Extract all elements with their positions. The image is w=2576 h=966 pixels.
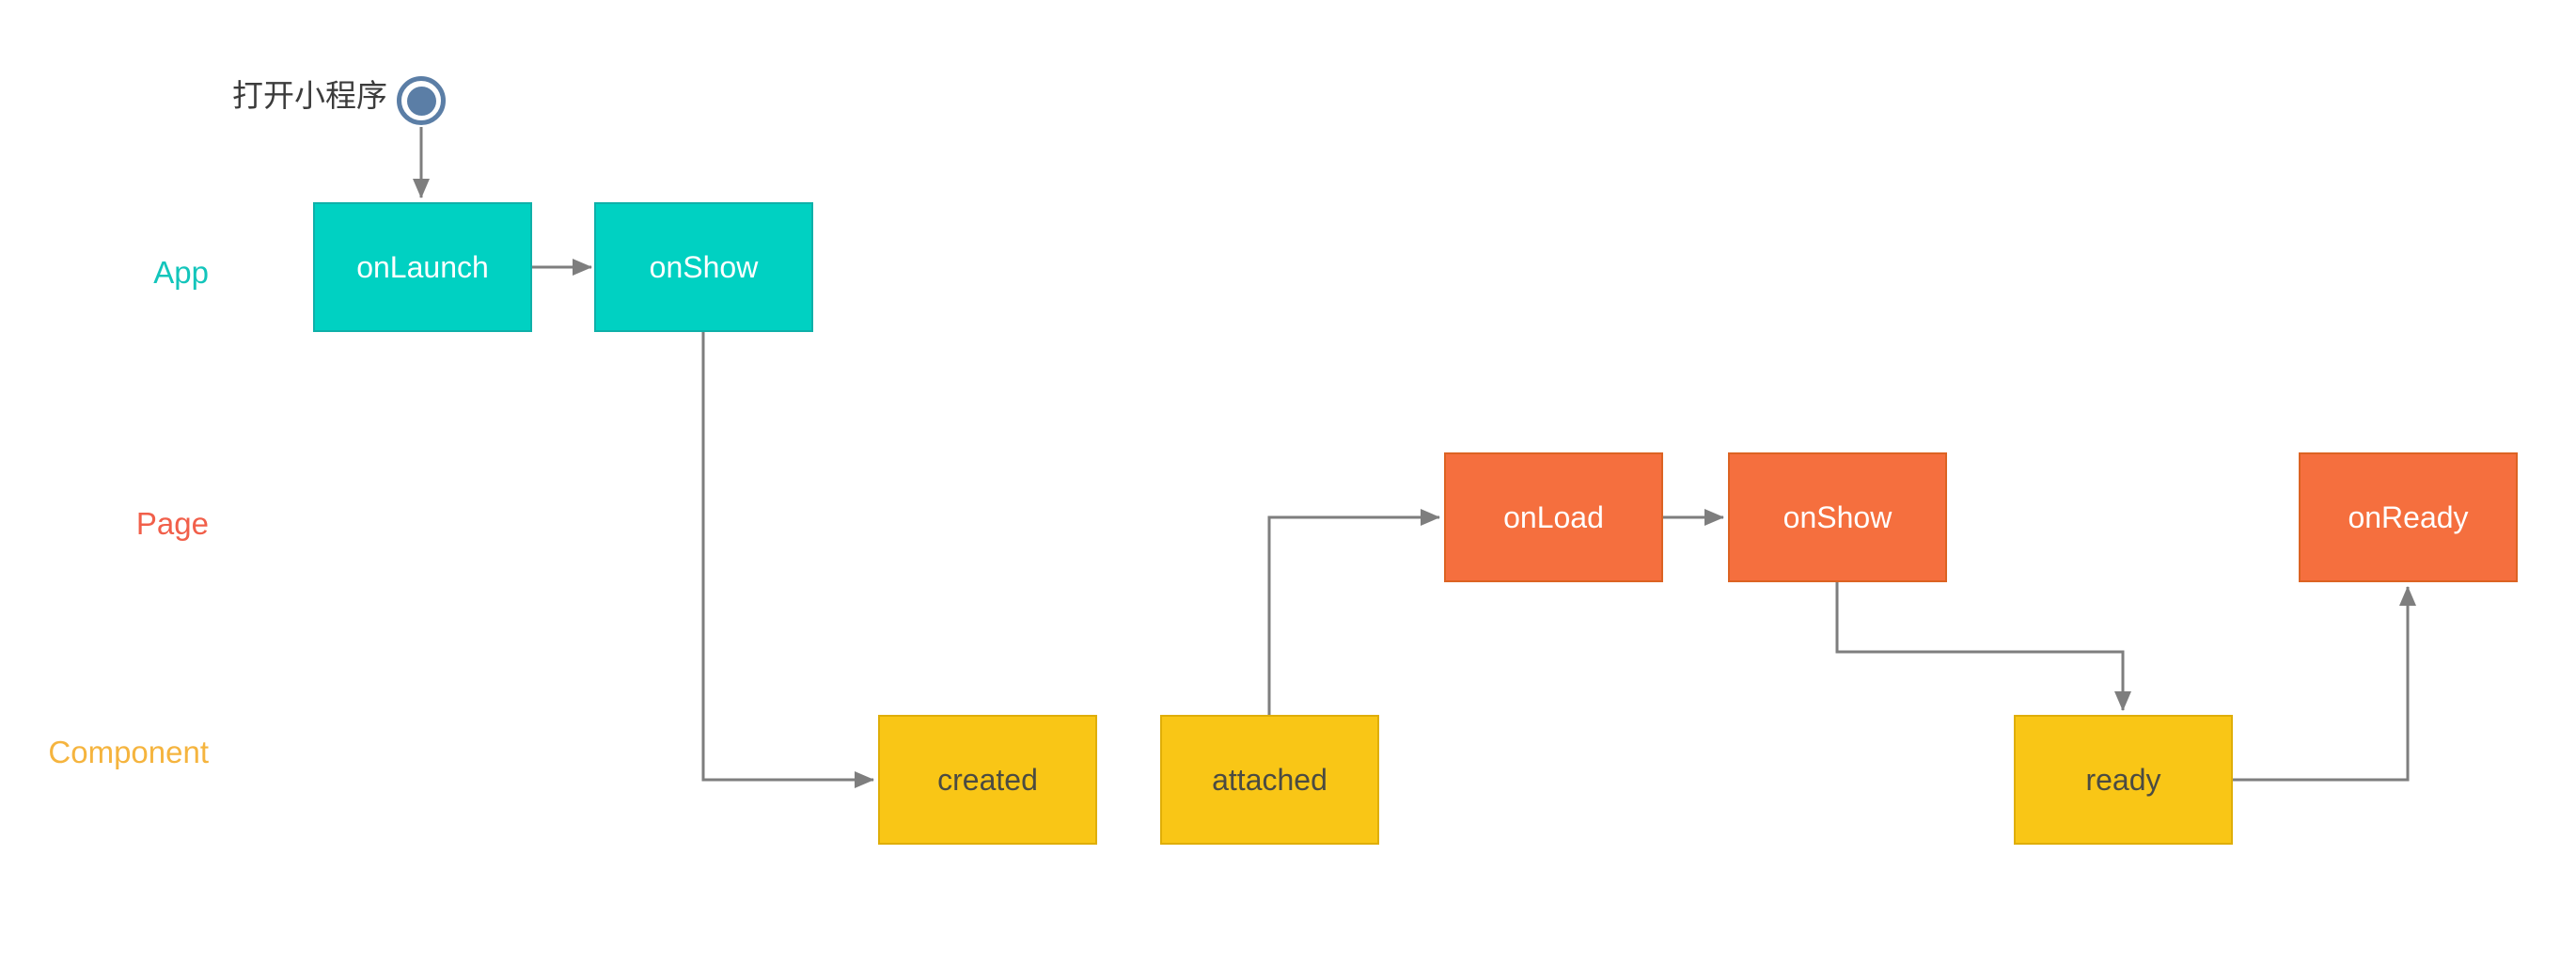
node-page-onshow: onShow [1728,452,1947,582]
lane-label-component: Component [48,735,209,769]
lane-label-app: App [153,255,209,290]
node-component-attached: attached [1160,715,1379,845]
node-app-onlaunch: onLaunch [313,202,532,332]
start-state-icon [397,76,446,125]
node-page-onready: onReady [2299,452,2518,582]
node-app-onshow: onShow [594,202,813,332]
edge-ready-to-onready [2233,586,2416,782]
edge-attached-to-onload [1267,509,1440,715]
node-page-onload: onLoad [1444,452,1663,582]
node-component-ready: ready [2014,715,2233,845]
edge-pageshow-to-ready [1835,582,2131,711]
start-label: 打开小程序 [232,78,387,113]
start-state-inner-dot [406,86,436,116]
lane-label-page: Page [135,506,209,541]
node-component-created: created [878,715,1097,845]
edge-appshow-to-created [701,332,874,788]
